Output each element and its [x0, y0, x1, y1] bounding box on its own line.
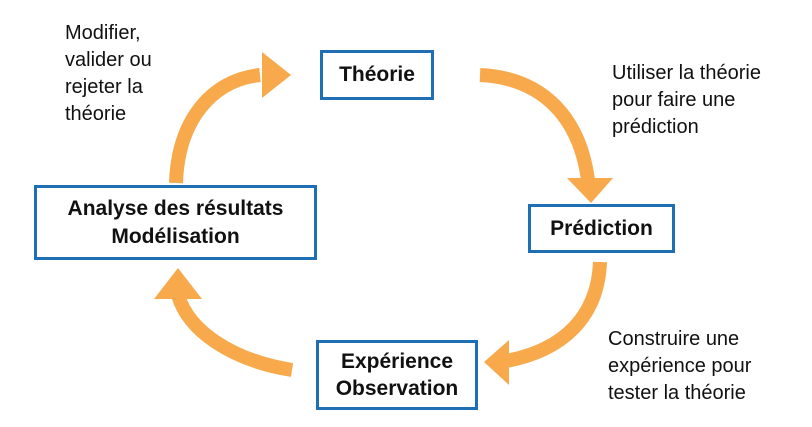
annotation-modifier-line-3: rejeter la	[65, 76, 143, 98]
arrow-analyse-to-theorie	[169, 68, 261, 184]
annotation-utiliser-line-1: Utiliser la théorie	[612, 62, 761, 84]
annotation-modifier: Modifier, valider ou rejeter la théorie	[65, 20, 152, 128]
annotation-construire-line-1: Construire une	[608, 328, 740, 350]
node-experience-line-1: Expérience	[340, 349, 454, 373]
annotation-utiliser-line-3: prédiction	[612, 116, 699, 138]
annotation-utiliser: Utiliser la théorie pour faire une prédi…	[612, 60, 761, 141]
annotation-modifier-line-1: Modifier,	[65, 22, 141, 44]
arrowhead-theorie	[262, 52, 291, 98]
annotation-modifier-line-2: valider ou	[65, 49, 152, 71]
arrow-experience-to-analyse	[171, 292, 294, 377]
annotation-construire: Construire une expérience pour tester la…	[608, 326, 751, 407]
node-analyse: Analyse des résultats Modélisation	[34, 185, 317, 260]
arrow-prediction-to-experience	[498, 261, 607, 369]
node-theorie-line-1: Théorie	[339, 63, 415, 87]
arrowhead-analyse	[154, 268, 202, 299]
annotation-construire-line-2: expérience pour	[608, 355, 752, 377]
node-analyse-line-1: Analyse des résultats	[67, 197, 284, 221]
node-experience: Expérience Observation	[316, 340, 478, 410]
node-experience-line-2: Observation	[335, 377, 459, 400]
arrowhead-prediction	[567, 178, 613, 203]
node-prediction-line-1: Prédiction	[550, 216, 653, 240]
annotation-modifier-line-4: théorie	[65, 103, 127, 125]
annotation-utiliser-line-2: pour faire une	[612, 89, 736, 111]
node-analyse-line-2: Modélisation	[111, 224, 240, 248]
annotation-construire-line-3: tester la théorie	[608, 382, 746, 404]
node-theorie: Théorie	[320, 50, 434, 100]
arrowhead-experience	[484, 340, 509, 385]
arrow-theorie-to-prediction	[479, 68, 595, 181]
node-prediction: Prédiction	[528, 204, 675, 253]
